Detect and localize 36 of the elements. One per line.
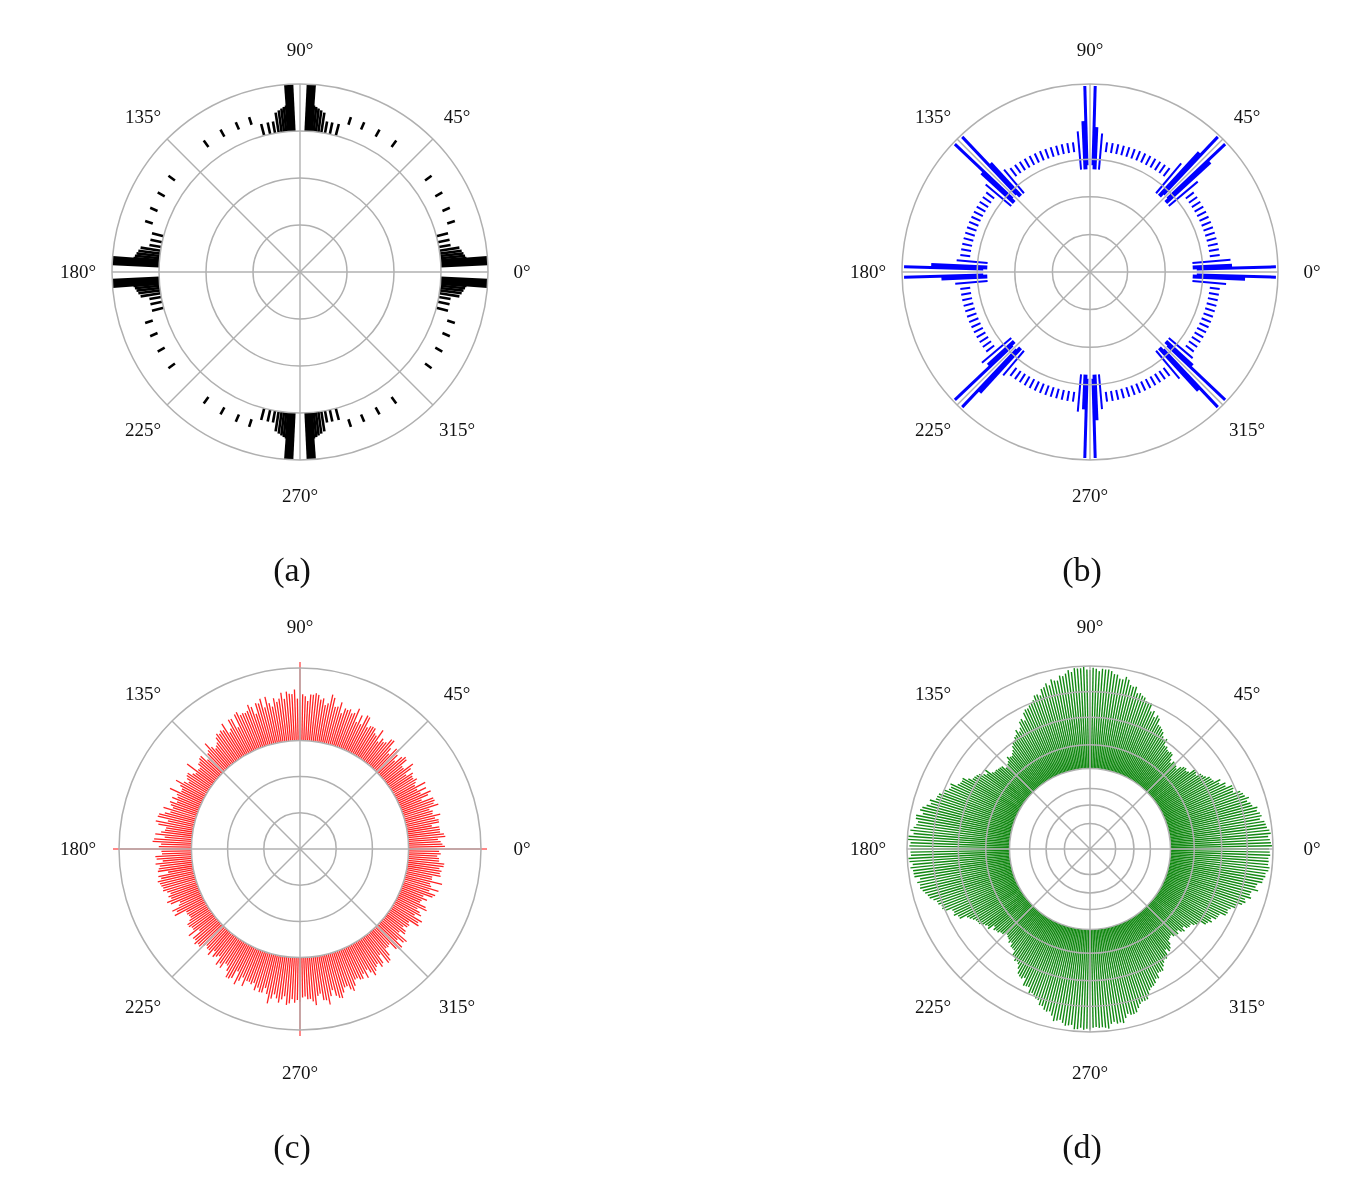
angle-label: 0° (513, 261, 531, 283)
angle-label: 0° (1303, 261, 1321, 283)
angle-label: 225° (124, 996, 162, 1018)
panel-caption: (a) (273, 551, 311, 589)
angle-label: 315° (1228, 419, 1266, 441)
angle-label: 45° (443, 106, 471, 128)
angle-label: 180° (849, 838, 887, 860)
angle-label: 90° (286, 616, 314, 638)
angle-label: 90° (1076, 39, 1104, 61)
angle-label: 225° (914, 996, 952, 1018)
angle-label: 270° (281, 1062, 319, 1084)
angle-label: 45° (1233, 683, 1261, 705)
panel-caption: (d) (1062, 1128, 1102, 1166)
angle-label: 90° (1076, 616, 1104, 638)
angle-label: 270° (1071, 1062, 1109, 1084)
angle-label: 180° (59, 261, 97, 283)
angle-label: 270° (281, 485, 319, 507)
angle-label: 225° (914, 419, 952, 441)
angle-label: 270° (1071, 485, 1109, 507)
angle-label: 135° (124, 683, 162, 705)
angle-label: 315° (1228, 996, 1266, 1018)
angle-label: 0° (1303, 838, 1321, 860)
angle-label: 45° (1233, 106, 1261, 128)
angle-label: 180° (849, 261, 887, 283)
angle-label: 0° (513, 838, 531, 860)
angle-label: 135° (914, 683, 952, 705)
angle-label: 135° (914, 106, 952, 128)
angle-label: 315° (438, 419, 476, 441)
angle-label: 180° (59, 838, 97, 860)
panel-caption: (c) (273, 1128, 311, 1166)
angle-label: 135° (124, 106, 162, 128)
angle-label: 315° (438, 996, 476, 1018)
angle-label: 225° (124, 419, 162, 441)
angle-label: 90° (286, 39, 314, 61)
angle-label: 45° (443, 683, 471, 705)
panel-caption: (b) (1062, 551, 1102, 589)
